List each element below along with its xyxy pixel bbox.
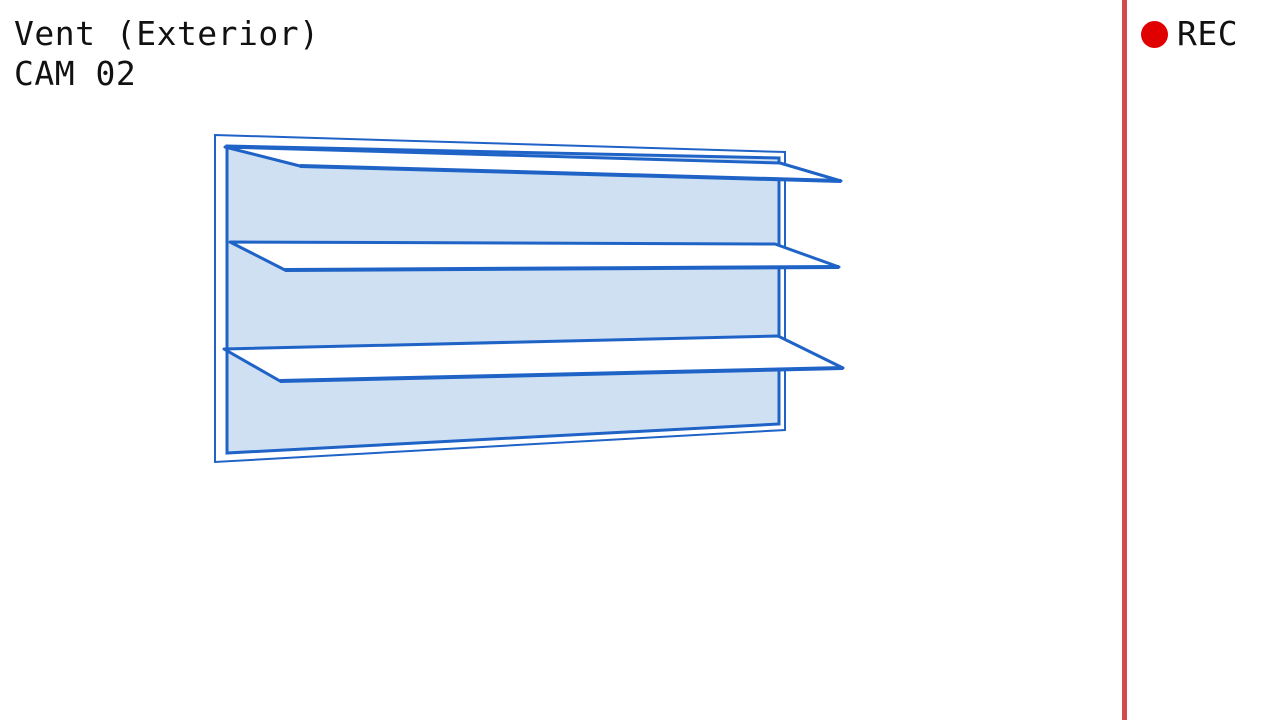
record-dot-icon [1141,20,1168,48]
vent-slat-middle-edge [284,265,840,272]
vent-frame-outer [214,133,786,464]
vent-back-panel [225,144,781,455]
vent-slat-bottom-edge [279,366,844,383]
camera-id-label: CAM 02 [14,54,137,93]
camera-location-label: Vent (Exterior) [14,14,320,53]
vent-slat-top-edge [299,164,842,183]
frame-boundary-line [1122,0,1127,720]
recording-label: REC [1177,14,1239,53]
recording-indicator: REC [1141,14,1238,54]
